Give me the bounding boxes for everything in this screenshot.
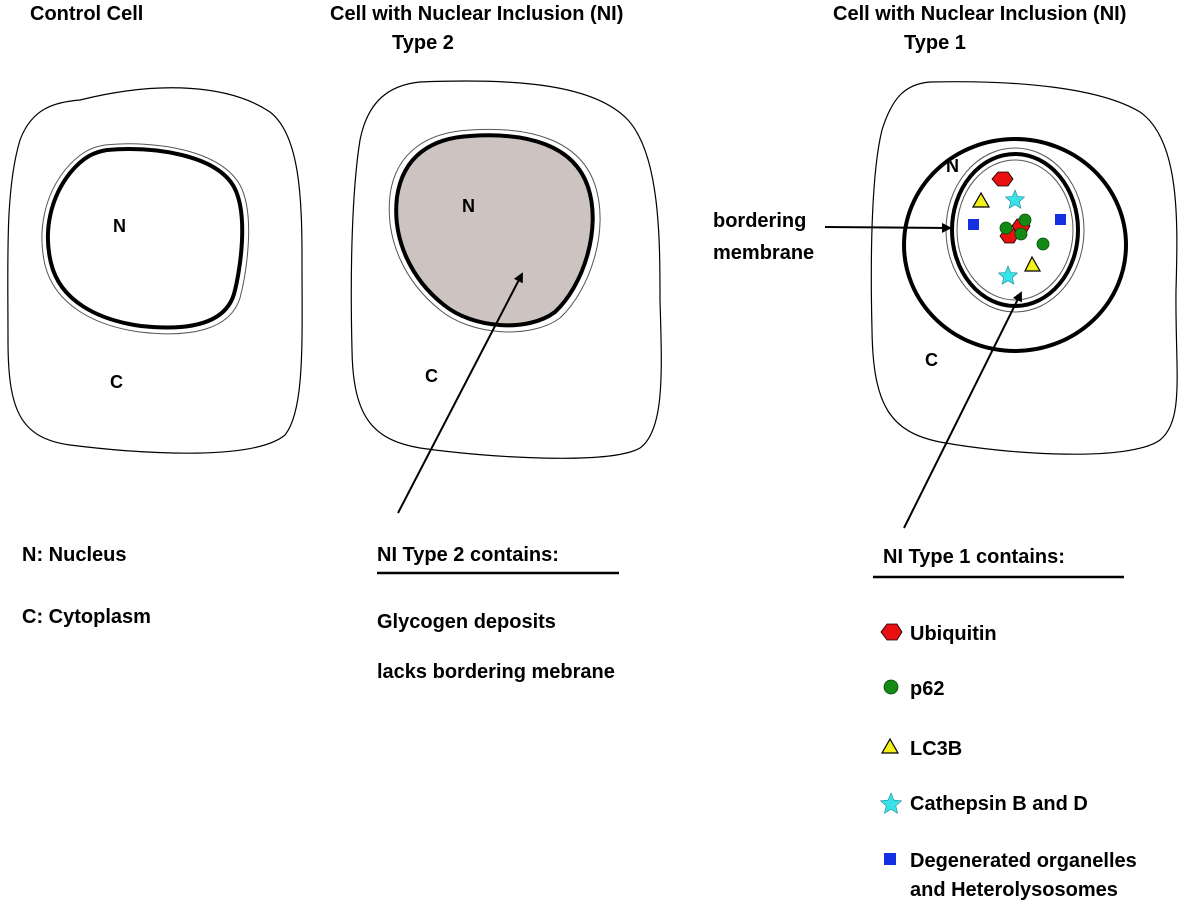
bordering-membrane-arrow — [824, 222, 952, 233]
key-cytoplasm: C: Cytoplasm — [22, 606, 151, 628]
organelle-marker — [1055, 214, 1066, 225]
inclusion-contents — [968, 171, 1066, 285]
title-type2-line1: Cell with Nuclear Inclusion (NI) — [330, 3, 623, 25]
legend-ubiquitin-label: Ubiquitin — [910, 623, 997, 645]
cathepsin-marker — [997, 265, 1019, 285]
legend-cathepsin-label: Cathepsin B and D — [910, 793, 1088, 815]
control-cell: N C — [7, 87, 303, 454]
type1-pointer-arrow — [903, 291, 1022, 529]
ubiquitin-marker — [991, 171, 1014, 187]
title-control-cell: Control Cell — [30, 3, 143, 25]
type2-item: lacks bordering mebrane — [377, 661, 615, 683]
type2-pointer-arrow — [397, 272, 523, 514]
control-nucleus-label: N — [113, 216, 126, 236]
type1-cytoplasm-label: C — [925, 350, 938, 370]
control-cytoplasm-label: C — [110, 372, 123, 392]
title-type2-line2: Type 2 — [392, 32, 454, 54]
type1-nucleus — [902, 137, 1128, 353]
control-nucleus-outer-line — [41, 143, 250, 335]
control-cell-membrane — [7, 87, 303, 454]
yellow-triangle-icon — [880, 737, 900, 754]
type1-cell-membrane — [870, 81, 1178, 455]
type2-nucleus-label: N — [462, 196, 475, 216]
type1-nucleus-label: N — [946, 156, 959, 176]
control-nucleus — [45, 147, 245, 330]
cyan-star-icon — [879, 792, 903, 814]
organelle-marker — [968, 219, 979, 230]
p62-marker — [1014, 227, 1028, 241]
type2-cytoplasm-label: C — [425, 366, 438, 386]
type1-heading: NI Type 1 contains: — [883, 546, 1065, 568]
title-type1-line1: Cell with Nuclear Inclusion (NI) — [833, 3, 1126, 25]
green-circle-icon — [883, 679, 899, 695]
type2-cell: N C — [350, 80, 662, 459]
legend-lc3b-label: LC3B — [910, 738, 962, 760]
legend-p62-label: p62 — [910, 678, 944, 700]
type1-cell: N C — [870, 81, 1178, 455]
blue-square-icon — [884, 853, 896, 865]
title-type1-line2: Type 1 — [904, 32, 966, 54]
lc3b-marker — [1024, 255, 1042, 272]
legend-organelles-label-line2: and Heterolysosomes — [910, 879, 1118, 901]
red-hexagon-icon — [880, 623, 903, 641]
p62-marker — [999, 221, 1013, 235]
lc3b-marker — [971, 191, 991, 208]
cathepsin-marker — [1004, 189, 1026, 209]
type2-nucleus-outer-line — [388, 128, 601, 333]
legend-organelles-label-line1: Degenerated organelles — [910, 850, 1137, 872]
p62-marker — [1036, 237, 1050, 251]
bordering-membrane-label-line2: membrane — [713, 242, 814, 264]
type2-cell-membrane — [350, 80, 662, 459]
key-nucleus: N: Nucleus — [22, 544, 126, 566]
p62-marker — [1018, 213, 1032, 227]
bordering-membrane-label-line1: bordering — [713, 210, 806, 232]
type2-item: Glycogen deposits — [377, 611, 556, 633]
type2-heading: NI Type 2 contains: — [377, 544, 559, 566]
type2-nucleus-glycogen — [394, 133, 595, 328]
